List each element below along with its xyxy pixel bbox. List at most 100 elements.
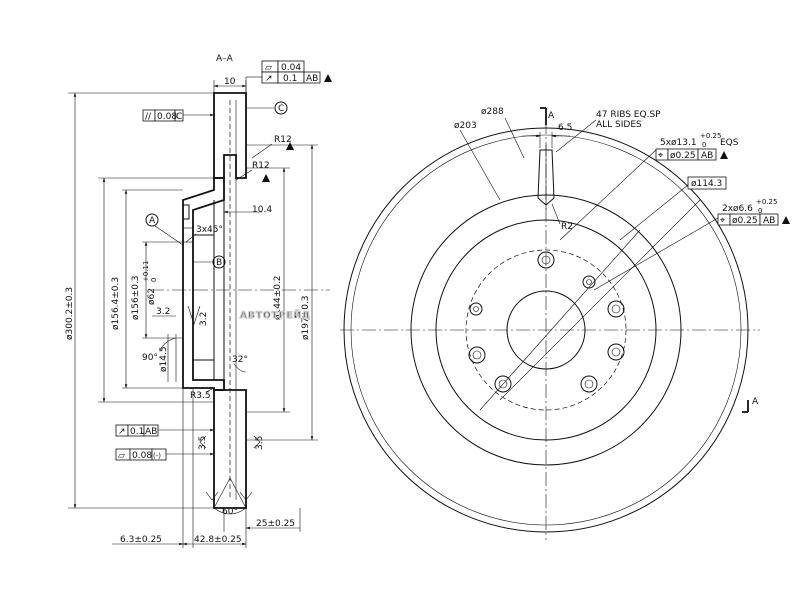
runout-bottom-datum: AB (145, 427, 157, 437)
frame-top-runout: ↗ 0.1 AB (245, 71, 332, 93)
holes-5-label: 5xø13.1 (660, 138, 697, 148)
pos-5-datum: AB (701, 151, 713, 161)
dim-203-label: ø203 (454, 121, 477, 131)
holes-2-label: 2xø6.6 (722, 204, 753, 214)
dim-288-label: ø288 (481, 107, 504, 117)
dim-62-tol-zero: 0 (150, 278, 158, 282)
runout-bottom-symbol: ↗ (118, 427, 126, 437)
runout-value: 0.1 (283, 74, 297, 84)
parallel-datum: C (176, 112, 182, 122)
flatness-value: 0.04 (281, 63, 301, 73)
roughness-3-2: 3.2 3.2 (152, 305, 209, 326)
ribs-note: 47 RIBS EQ.SP ALL SIDES (555, 110, 661, 153)
flatness-bottom-symbol: ⏥ (118, 451, 125, 461)
dim-diameter-156: ø156±0.3 (122, 189, 183, 389)
pos-2-datum: AB (763, 216, 775, 226)
holes-5-tol-zero: 0 (702, 141, 706, 149)
frame-top-flatness: ⏥ 0.04 (261, 60, 305, 73)
dim-156-label: ø156±0.3 (131, 275, 141, 320)
r12-lower: R12 (252, 161, 270, 171)
dim-diameter-300: ø300.2±0.3 (65, 92, 214, 509)
r12-upper: R12 (274, 135, 292, 145)
frame-runout-bottom: ↗ 0.1 AB (115, 424, 215, 437)
dim-90-and-14-5: 90° ø14.5 (142, 334, 177, 382)
dim-25: 25±0.25 (223, 508, 301, 532)
ribs-note-line2: ALL SIDES (596, 120, 642, 130)
dim-10: 10 (224, 77, 236, 87)
datum-c-label: C (278, 104, 284, 114)
watermark: АВТОТРЕЙД (240, 309, 311, 321)
diagonal-leader-2 (499, 199, 701, 401)
section-view: A–A 10 (65, 54, 332, 548)
r3-5-label: R3.5 (190, 391, 211, 401)
radius-labels-upper: R12 R12 (235, 135, 294, 182)
ribs-note-line1: 47 RIBS EQ.SP (596, 110, 661, 120)
section-title: A–A (216, 54, 234, 64)
front-view: A A ø288 ø203 6.5 47 RIBS EQ.SP ALL SIDE… (239, 107, 790, 540)
datum-b-marker: B (193, 255, 226, 269)
roughness-3-2-left: 3.2 (156, 307, 170, 317)
datum-a-label: A (149, 216, 156, 226)
frame-parallelism: // 0.08 C (142, 109, 215, 122)
chamfer-label: 3x45° (185, 225, 223, 243)
dim-42-8-label: 42.8±0.25 (194, 535, 242, 545)
outer-ring-section (213, 92, 247, 509)
roughness-3-5: 3.5 3.5 (198, 436, 265, 450)
holes-5-eqs: EQS (720, 138, 739, 148)
dim-114-3: ø114.3 (619, 176, 727, 241)
datum-a-marker: A (145, 213, 184, 246)
section-marker-bottom: A (752, 397, 759, 407)
dim-diameter-156-4: ø156.4±0.3 (98, 177, 214, 403)
leader-288 (504, 117, 525, 159)
dim-300-label: ø300.2±0.3 (65, 287, 75, 340)
dim-6-5-label: 6.5 (558, 123, 572, 133)
flatness-bottom-extra: (-) (153, 452, 161, 460)
frame-flatness-bottom: ⏥ 0.08 (-) (115, 448, 215, 461)
roughness-3-2-right: 3.2 (199, 312, 209, 326)
dim-10-4-label: 10.4 (252, 205, 272, 215)
rib-slot (537, 145, 555, 210)
dim-25-label: 25±0.25 (256, 519, 295, 529)
pos-5-value: ø0.25 (670, 151, 696, 161)
diagonal-leader-1 (479, 229, 641, 411)
angle-60: 60° (205, 477, 253, 517)
dim-diameter-197: ø197±0.3 (246, 144, 318, 441)
dim-114-3-label: ø114.3 (691, 179, 722, 189)
flatness-symbol: ⏥ (265, 63, 272, 73)
section-cut-top: A (540, 107, 555, 125)
position-symbol-5: ⌖ (658, 151, 663, 161)
dim-144-label: ø144±0.2 (273, 275, 283, 320)
leader-203 (459, 129, 501, 201)
holes-2-tol: +0.25 (756, 198, 777, 206)
section-cut-bottom: A (742, 397, 759, 413)
holes-2-note: 2xø6.6 +0.25 0 ⌖ ø0.25 AB (593, 198, 790, 291)
roughness-3-5-right: 3.5 (255, 436, 265, 450)
small-holes (469, 275, 596, 316)
holes-5-note: 5xø13.1 +0.25 0 EQS ⌖ ø0.25 AB (559, 132, 739, 241)
datum-b-label: B (216, 258, 222, 268)
dim-197-label: ø197±0.3 (301, 295, 311, 340)
bolt-holes (468, 251, 625, 393)
pos-2-value: ø0.25 (732, 216, 758, 226)
datum-c-marker: C (246, 101, 288, 115)
runout-symbol: ↗ (265, 74, 273, 84)
dim-62-tol: +0.11 (142, 261, 150, 282)
dim-42-8: 42.8±0.25 (182, 508, 247, 548)
dim-156-4-label: ø156.4±0.3 (111, 277, 121, 330)
dim-62-label: ø62 (147, 288, 157, 305)
runout-bottom-value: 0.1 (130, 427, 144, 437)
dim-6-5: 6.5 (522, 123, 572, 148)
position-symbol-2: ⌖ (720, 216, 725, 226)
dim-6-3-label: 6.3±0.25 (120, 535, 162, 545)
holes-2-tol-zero: 0 (758, 207, 762, 215)
dim-10-4: 10.4 (223, 205, 272, 215)
dim-6-3: 6.3±0.25 (112, 388, 194, 548)
chamfer-3x45: 3x45° (196, 225, 223, 235)
dim-14-5-label: ø14.5 (159, 346, 169, 372)
parallel-value: 0.08 (157, 112, 177, 122)
hat-section (182, 177, 225, 391)
dim-diameter-144: ø144±0.2 (246, 167, 290, 413)
section-marker-top: A (548, 111, 555, 121)
holes-5-tol: +0.25 (700, 132, 721, 140)
